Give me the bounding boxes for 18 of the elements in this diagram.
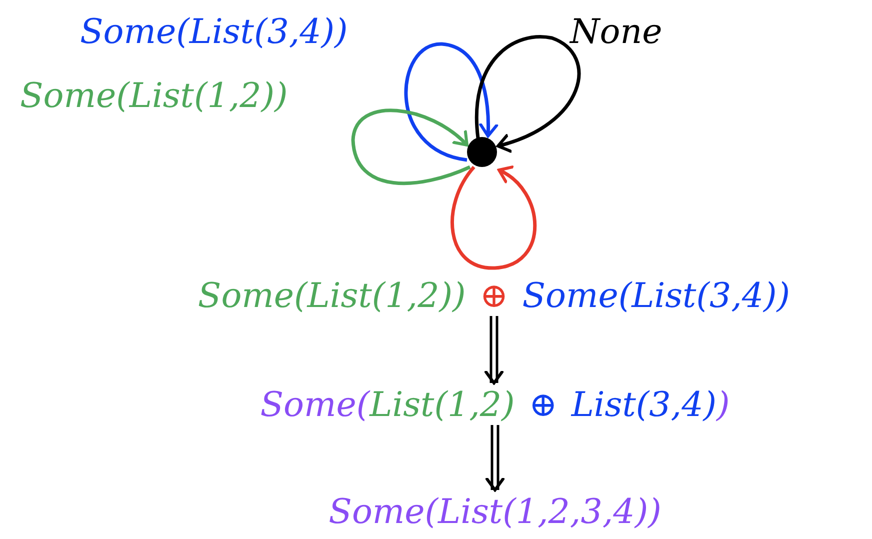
expression-text: Some(List(3,4)) — [522, 276, 790, 316]
double-arrow — [486, 424, 504, 492]
expression-text: Some(List(1,2)) — [198, 276, 466, 316]
expression-text: ⊕ — [528, 385, 558, 425]
loop-arrow — [351, 108, 471, 185]
loop-arrow — [404, 42, 498, 162]
expression-text: ⊕ — [480, 276, 508, 316]
edge-label: Some(List(3,4)) — [80, 12, 348, 52]
edge-label: Some(List(1,2)) — [20, 76, 288, 116]
double-arrow — [484, 314, 504, 384]
expression-text: Some( — [260, 385, 370, 425]
edge-label: None — [570, 12, 662, 52]
expression-text: Some(List(1,2,3,4)) — [328, 492, 662, 532]
expression-text: ) — [716, 385, 730, 425]
loop-arrow — [450, 166, 537, 270]
loop-arrow — [474, 35, 580, 152]
expression-text: List(3,4) — [571, 385, 716, 425]
expression-text: List(1,2) — [370, 385, 515, 425]
